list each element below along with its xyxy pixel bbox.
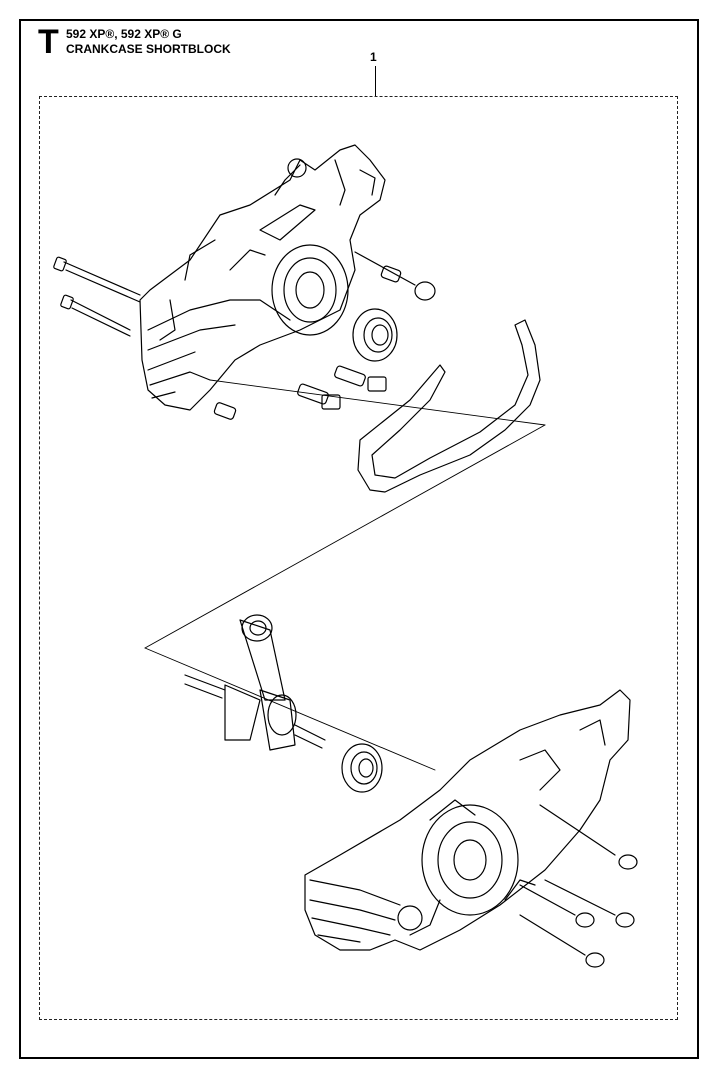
assembly-plane-lines [144,379,546,771]
model-title: 592 XP®, 592 XP® G [66,27,182,41]
crankshaft-assembly [184,614,326,751]
dowel-pins-upper [213,265,402,420]
kit-boundary-box [39,96,678,1020]
crankcase-screws-lower [519,804,638,968]
page-frame [19,19,699,1059]
diagram-title: CRANKCASE SHORTBLOCK [66,42,231,56]
main-bearing-upper [352,308,398,362]
crankcase-bolts-upper [53,256,141,337]
plug-screw-upper [354,251,436,301]
crankcase-gasket [357,319,541,493]
callout-leader-line [375,66,376,96]
callout-1: 1 [370,50,377,64]
section-letter: T [38,23,59,61]
lower-crankcase-half [304,689,631,951]
upper-crankcase-half [139,144,386,411]
main-bearing-lower [341,743,383,793]
